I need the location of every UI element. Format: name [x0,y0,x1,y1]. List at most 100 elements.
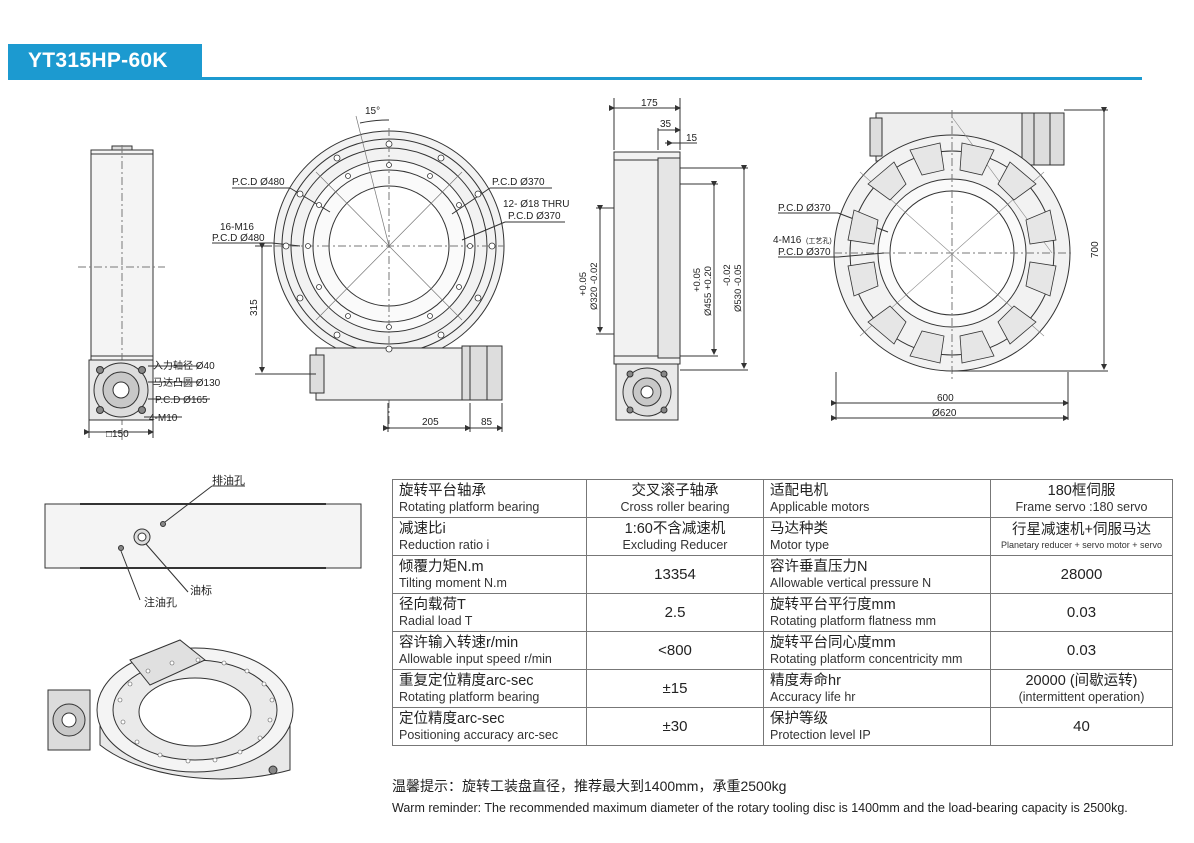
spec-value-en: Planetary reducer + servo motor + servo [1000,540,1163,550]
label-back-m16-note: (工艺孔) [806,237,832,245]
label-angle-15: 15° [365,106,380,117]
label-dim-175: 175 [641,98,658,109]
spec-value-zh: 1:60不含减速机 [624,520,726,537]
label-input-shaft: 入力轴径 Ø40 [153,359,215,372]
spec-label-en: Accuracy life hr [770,689,856,704]
isometric-view [47,639,294,780]
label-pcd-480-a: P.C.D Ø480 [232,177,285,188]
spec-label-en: Rotating platform bearing [399,499,540,514]
label-pcd-370-b: P.C.D Ø370 [508,211,561,222]
spec-value-en: Cross roller bearing [620,499,730,514]
spec-value: 0.03 [990,631,1173,670]
label-dim-620: Ø620 [932,408,957,419]
spec-label-en: Allowable input speed r/min [399,651,552,666]
spec-label-zh: 定位精度arc-sec [399,710,505,727]
label-dim-35: 35 [660,119,672,130]
label-tol-320-up: +0.05 [578,272,589,296]
spec-label-en: Rotating platform flatness mm [770,613,937,628]
spec-label-zh: 适配电机 [770,482,828,499]
spec-label-en: Tilting moment N.m [399,575,507,590]
label-back-pcd-370-a: P.C.D Ø370 [778,203,831,214]
spec-value-en: (intermittent operation) [1018,689,1145,704]
spec-value: 28000 [990,555,1173,594]
spec-value-zh: 20000 (间歇运转) [1025,672,1138,689]
title-rule [8,77,1142,80]
spec-label-en: Protection level IP [770,727,871,742]
label-square-150: □150 [106,429,129,440]
label-motor-boss: 马达凸圆 Ø130 [153,377,221,389]
reminder-zh: 温馨提示：旋转工装盘直径，推荐最大到1400mm，承重2500kg [392,778,787,794]
label-drain-hole: 排油孔 [212,473,245,487]
spec-value: ±30 [586,707,764,746]
label-m16-16: 16-M16 [220,222,254,233]
spec-value: 40 [990,707,1173,746]
label-tol-530-up: -0.02 [722,264,733,286]
spec-label-zh: 马达种类 [770,520,828,537]
label-fill-hole: 注油孔 [144,595,177,609]
label-tol-455-up: +0.05 [692,268,703,292]
label-pcd-480-b: P.C.D Ø480 [212,233,265,244]
spec-value-en: Frame servo :180 servo [1015,499,1148,514]
model-title: YT315HP-60K [8,44,202,78]
spec-value: 2.5 [586,593,764,632]
spec-label-zh: 径向载荷T [399,596,466,613]
isometric-holes [117,657,275,764]
spec-value-zh: 180框伺服 [1047,482,1116,499]
spec-label-en: Positioning accuracy arc-sec [399,727,559,742]
spec-label-en: Rotating platform bearing [399,689,540,704]
label-dim-205: 205 [422,417,439,428]
spec-label-en: Reduction ratio i [399,537,490,552]
spec-label-en: Motor type [770,537,830,552]
label-dim-15: 15 [686,133,698,144]
spec-value: <800 [586,631,764,670]
spec-label-zh: 重复定位精度arc-sec [399,672,534,689]
back-view [778,107,1108,421]
spec-label-en: Rotating platform concentricity mm [770,651,963,666]
spec-label-zh: 精度寿命hr [770,672,841,689]
front-view [212,115,565,432]
lower-side-view [44,485,362,601]
label-pcd-370-a: P.C.D Ø370 [492,177,545,188]
label-tol-530-low: Ø530 -0.05 [733,264,744,312]
label-dim-700: 700 [1090,241,1101,258]
label-back-pcd-370-b: P.C.D Ø370 [778,247,831,258]
label-tol-320-low: Ø320 -0.02 [589,262,600,310]
left-side-view [78,145,210,440]
spec-label-en: Radial load T [399,613,473,628]
spec-label-zh: 旋转平台轴承 [399,482,486,499]
back-ribs [847,142,1057,364]
label-tol-455-low: Ø455 +0.20 [703,266,714,316]
front-bolt-holes [282,140,496,353]
label-m10: 4-M10 [149,413,178,424]
label-dim-315: 315 [249,299,260,316]
spec-label-zh: 容许输入转速r/min [399,634,519,651]
label-oil-gauge: 油标 [190,583,212,597]
spec-value: 0.03 [990,593,1173,632]
spec-label-zh: 保护等级 [770,710,828,727]
spec-label-en: Applicable motors [770,499,870,514]
spec-label-en: Allowable vertical pressure N [770,575,932,590]
spec-value-zh: 交叉滚子轴承 [631,482,719,499]
label-holes-12: 12- Ø18 THRU [503,199,570,210]
label-pcd-165: P.C.D Ø165 [155,395,208,406]
spec-value-en: Excluding Reducer [622,537,728,552]
spec-value-zh: 行星减速机+伺服马达 [1012,522,1151,538]
spec-label-zh: 减速比i [399,520,446,537]
spec-label-zh: 容许垂直压力N [770,558,868,575]
label-dim-85: 85 [481,417,493,428]
label-dim-600: 600 [937,393,954,404]
spec-value: ±15 [586,669,764,708]
side-view [596,98,748,421]
reminder-en: Warm reminder: The recommended maximum d… [392,801,1128,815]
spec-label-zh: 倾覆力矩N.m [399,558,484,575]
label-back-m16-4: 4-M16 [773,235,802,246]
